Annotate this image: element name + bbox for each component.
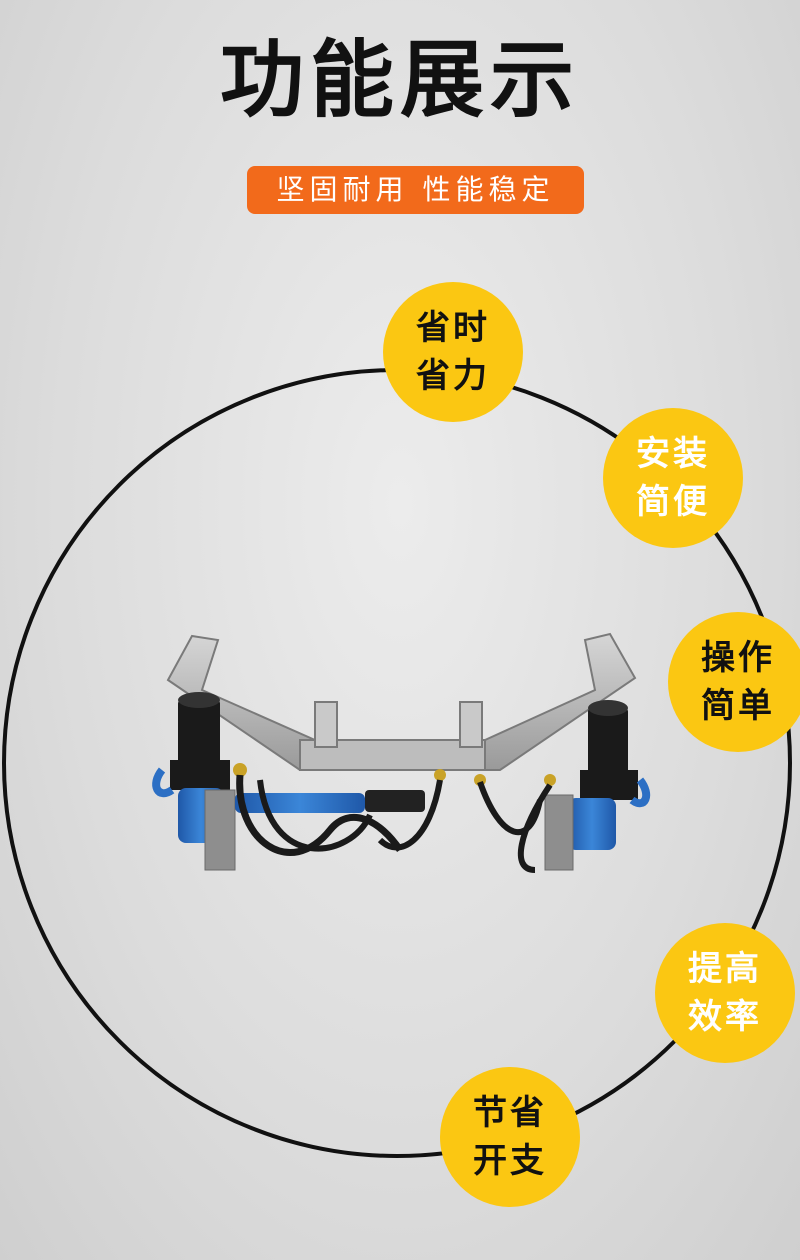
feature-badge-simple-operation: 操作 简单: [668, 612, 800, 752]
feature-badge-line1: 操作: [701, 638, 775, 678]
feature-badge-line1: 安装: [636, 434, 710, 474]
tagline-banner: 坚固耐用 性能稳定: [247, 166, 584, 214]
feature-badge-cost-saving: 节省 开支: [440, 1067, 580, 1207]
page-title: 功能展示: [219, 31, 580, 129]
feature-badge-line2: 省力: [416, 356, 490, 396]
feature-badge-line2: 效率: [688, 997, 762, 1037]
feature-badge-efficiency: 提高 效率: [655, 923, 795, 1063]
feature-badge-line2: 简便: [636, 482, 710, 522]
feature-badge-easy-install: 安装 简便: [603, 408, 743, 548]
feature-badge-line1: 省时: [416, 308, 490, 348]
feature-badge-line1: 节省: [473, 1093, 547, 1133]
feature-badge-time-saving: 省时 省力: [383, 282, 523, 422]
hydraulic-frame-image: [152, 632, 651, 873]
feature-badge-line1: 提高: [688, 949, 762, 989]
feature-badge-line2: 开支: [473, 1141, 547, 1181]
feature-badge-line2: 简单: [701, 686, 775, 726]
